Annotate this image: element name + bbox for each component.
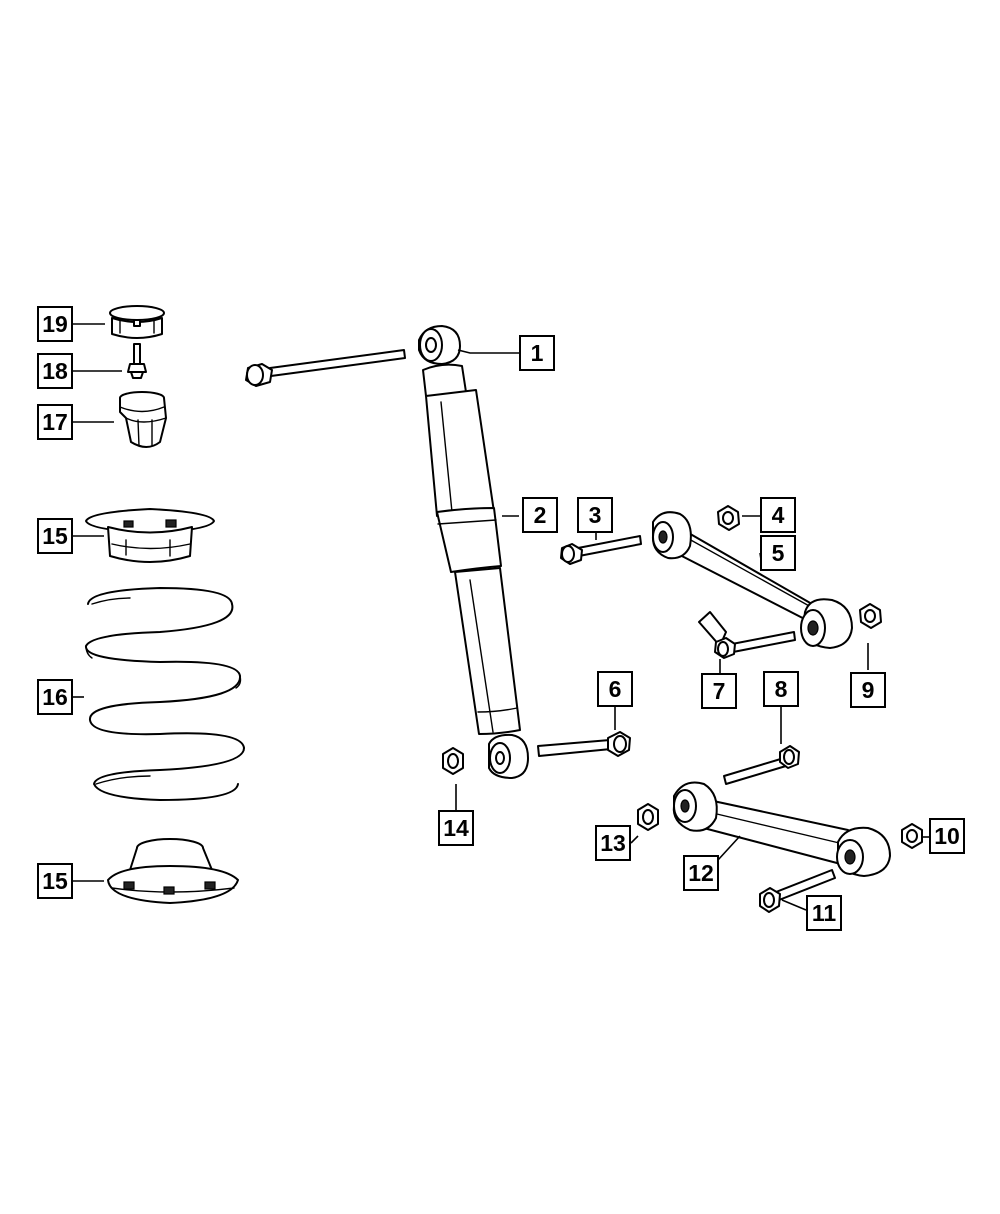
callout-2: 2	[522, 497, 558, 533]
part-12-lower-control-arm	[672, 781, 891, 877]
callout-3: 3	[577, 497, 613, 533]
callout-9: 9	[850, 672, 886, 708]
callout-11: 11	[806, 895, 842, 931]
part-17-jounce-bumper	[119, 391, 167, 448]
callout-8: 8	[763, 671, 799, 707]
part-13-nut	[637, 803, 659, 831]
part-10-nut	[901, 823, 923, 849]
callout-15-bottom: 15	[37, 863, 73, 899]
part-2-shock-absorber	[418, 325, 529, 779]
callout-6: 6	[597, 671, 633, 707]
callout-12: 12	[683, 855, 719, 891]
part-6-bolt	[537, 731, 631, 757]
shock-upper-bolt	[245, 349, 406, 387]
part-9-nut	[859, 603, 882, 629]
callout-15-top: 15	[37, 518, 73, 554]
part-5-upper-control-arm	[651, 511, 853, 649]
part-16-coil-spring	[85, 587, 245, 801]
callout-13: 13	[595, 825, 631, 861]
callout-19: 19	[37, 306, 73, 342]
part-14-nut	[442, 747, 464, 775]
callout-17: 17	[37, 404, 73, 440]
part-11-bolt	[759, 869, 836, 913]
part-4-nut	[717, 505, 740, 531]
callout-7: 7	[701, 673, 737, 709]
callout-16: 16	[37, 679, 73, 715]
callout-14: 14	[438, 810, 474, 846]
part-19-isolator-cap	[109, 305, 165, 339]
part-8-bolt	[723, 745, 800, 785]
callout-1: 1	[519, 335, 555, 371]
part-15-lower-seat	[107, 838, 239, 904]
callout-5: 5	[760, 535, 796, 571]
part-7-cam-bolt	[698, 611, 796, 659]
callout-10: 10	[929, 818, 965, 854]
callout-4: 4	[760, 497, 796, 533]
part-3-bolt	[560, 535, 642, 565]
part-18-stud	[127, 343, 147, 379]
callout-18: 18	[37, 353, 73, 389]
part-15-upper-isolator	[85, 508, 215, 563]
